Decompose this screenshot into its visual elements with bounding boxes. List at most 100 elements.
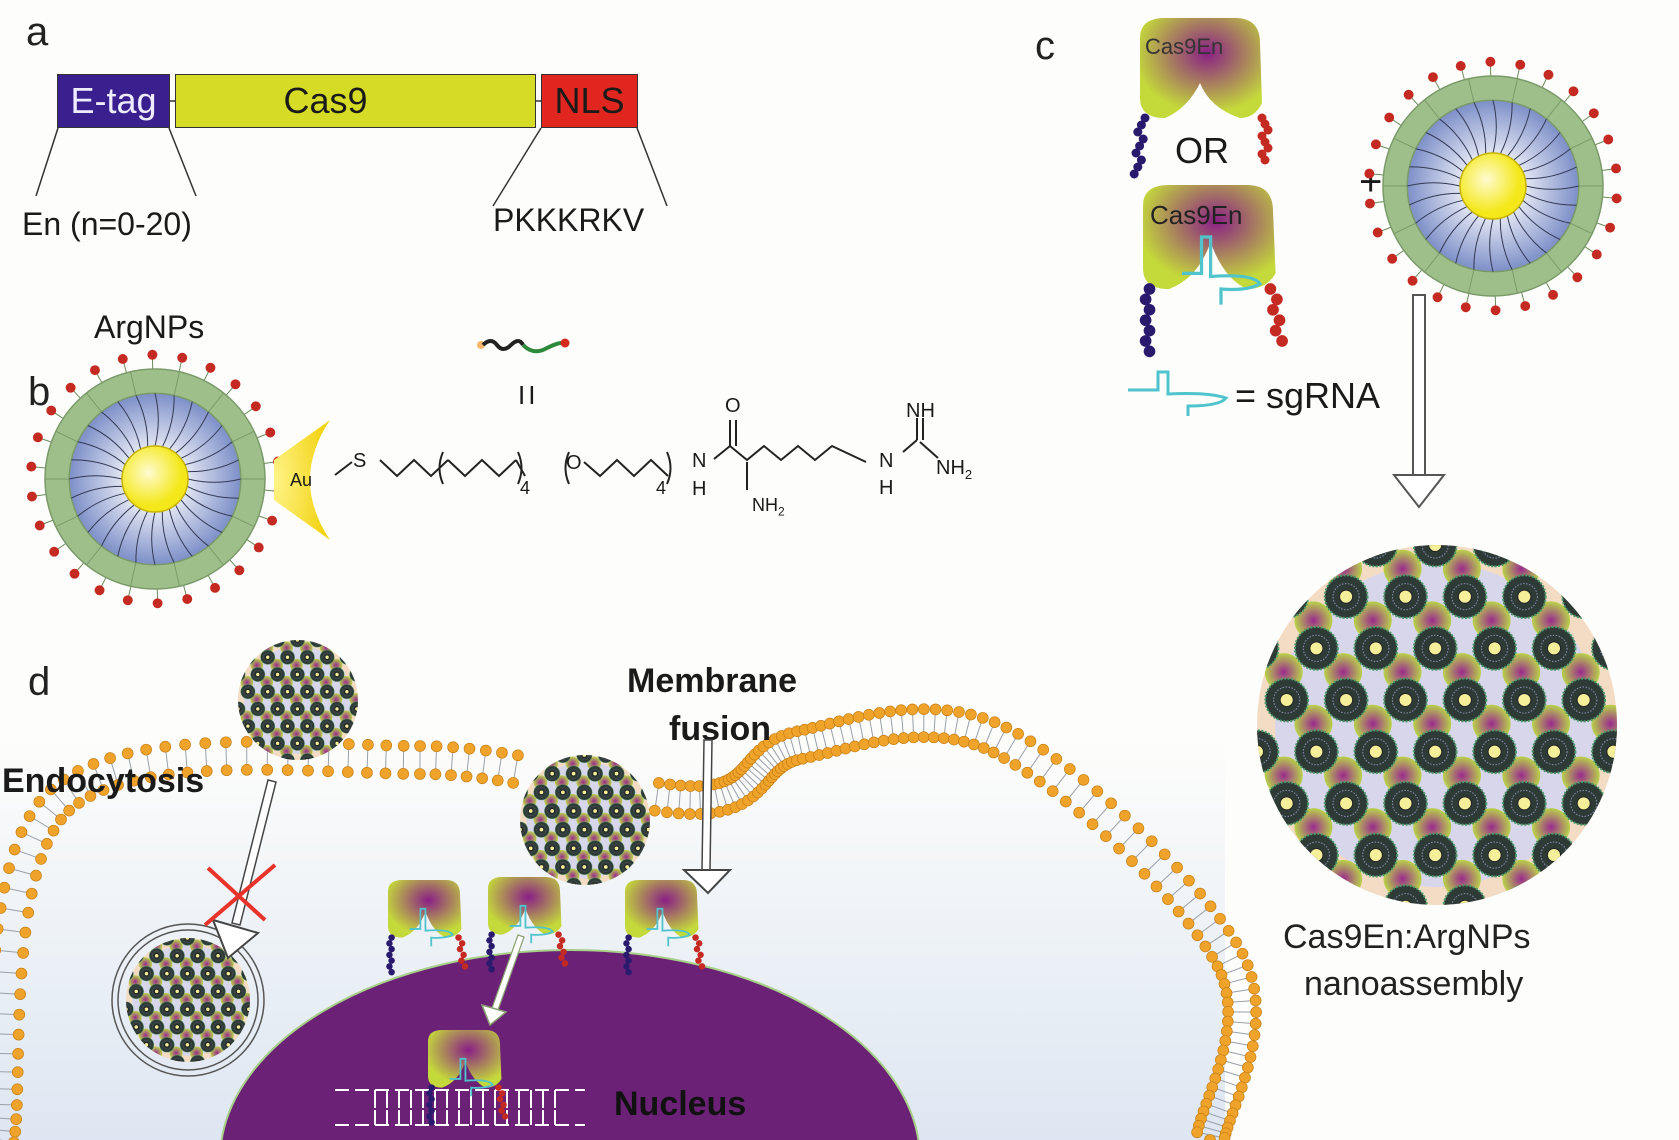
np-shell-divider	[232, 515, 255, 528]
assembly-np-core	[133, 1059, 139, 1062]
assembly-np-core	[205, 1042, 211, 1048]
assembly-protein	[251, 1046, 264, 1059]
bond	[583, 458, 669, 478]
ligand-head	[122, 595, 133, 606]
etag-bead	[426, 1113, 433, 1120]
lipid-head	[1172, 905, 1185, 918]
assembly-np-core	[235, 988, 242, 995]
assembly-np-ring	[1481, 634, 1509, 662]
ligand-head	[1611, 163, 1622, 174]
assembly-np-core	[570, 882, 577, 885]
assembly-np-core	[267, 936, 272, 941]
assembly-np-core	[284, 689, 291, 695]
nls-bead	[496, 1095, 504, 1103]
assembly-np-ring	[372, 636, 381, 645]
assembly-np-core	[581, 755, 588, 758]
lipid-head	[162, 768, 175, 781]
nls-bead	[1276, 335, 1288, 347]
assembly-np-ring	[1421, 738, 1449, 766]
ligand-head	[1515, 59, 1526, 70]
assembly-np-core	[1339, 796, 1354, 811]
np-ligand-chain	[1425, 206, 1468, 240]
assembly-np-core	[365, 690, 369, 694]
assembly-np-ring	[234, 773, 243, 782]
gold-surface-wedge	[274, 420, 330, 540]
assembly-np	[231, 771, 245, 785]
ligand-head	[1568, 86, 1579, 97]
assembly-np-ring	[1451, 686, 1479, 714]
lipid-head	[1119, 809, 1131, 822]
assembly-np-ring	[273, 738, 283, 748]
ligand-head	[34, 520, 45, 531]
assembly-protein	[673, 794, 687, 808]
assembly-np-ring	[223, 968, 233, 979]
fusion-arrow-head	[681, 869, 733, 895]
assembly-np-core	[1339, 589, 1354, 604]
assembly-np-ring	[192, 951, 203, 961]
assembly-np	[262, 931, 277, 946]
assembly-np-ring	[611, 768, 622, 779]
lipid-head	[23, 810, 36, 822]
assembly-np-ring	[1332, 789, 1360, 817]
assembly-np-ring	[243, 687, 253, 697]
assembly-np-ring	[1302, 841, 1330, 869]
assembly-np	[369, 667, 383, 681]
assembly-np-core	[164, 1042, 170, 1048]
nls-label: NLS	[554, 80, 625, 121]
assembly-np	[369, 702, 383, 716]
np-ligand-chain	[161, 395, 175, 448]
assembly-protein	[240, 641, 254, 655]
lipid-head	[0, 881, 11, 894]
lipid-head	[261, 764, 274, 776]
lipid-head	[361, 766, 373, 779]
assembly-np-ring	[203, 1076, 212, 1085]
alpha-amine-sub: 2	[778, 504, 785, 519]
assembly-np-ring	[273, 704, 283, 714]
assembly-np	[330, 771, 344, 785]
np-ligand-chain	[1415, 199, 1464, 224]
assembly-np-core	[657, 771, 662, 776]
assembly-protein	[241, 1064, 254, 1077]
assembly-np-core	[304, 654, 310, 660]
etag-bead	[1133, 162, 1143, 172]
nls-bead	[501, 1113, 509, 1120]
lipid-head	[1249, 1017, 1262, 1030]
etag-bead	[623, 963, 630, 970]
nls-bead	[697, 951, 704, 959]
lipid-head	[1182, 917, 1195, 930]
lipid-head	[988, 716, 1001, 729]
assembly-protein	[262, 957, 275, 970]
lipid-head	[97, 784, 110, 796]
lipid-head	[181, 766, 194, 779]
ligand-head	[32, 432, 43, 443]
assembly-np-ring	[238, 738, 243, 748]
lipid-head	[8, 843, 21, 856]
assembly-np-ring	[1451, 583, 1479, 611]
lipid-head	[906, 703, 919, 716]
np-shell-divider	[130, 371, 137, 396]
assembly-np-core	[560, 755, 566, 758]
assembly-np	[260, 753, 276, 760]
assembly-np-core	[602, 789, 609, 796]
ligand-head	[46, 405, 57, 416]
lipid-head	[1194, 887, 1206, 900]
lipid-head	[0, 902, 7, 914]
assembly-protein	[651, 831, 665, 845]
assembly-np-core	[570, 808, 577, 814]
etag-bead	[488, 931, 495, 938]
lipid-head	[414, 768, 426, 780]
assembly-np	[662, 822, 677, 837]
assembly-np-ring	[558, 824, 568, 835]
assembly-np-ring	[282, 652, 293, 662]
assembly-protein	[231, 1082, 244, 1095]
assembly-np-ring	[580, 900, 589, 909]
assembly-np-core	[124, 1078, 129, 1083]
assembly-np-core	[1576, 693, 1591, 708]
assembly-np-core	[1368, 744, 1383, 759]
assembly-protein	[262, 1029, 275, 1042]
ligand-head	[265, 427, 276, 438]
ligand-head	[152, 598, 163, 609]
assembly-np-core	[215, 988, 221, 995]
assembly-np-core	[1279, 693, 1294, 708]
lipid-head	[12, 1048, 24, 1060]
